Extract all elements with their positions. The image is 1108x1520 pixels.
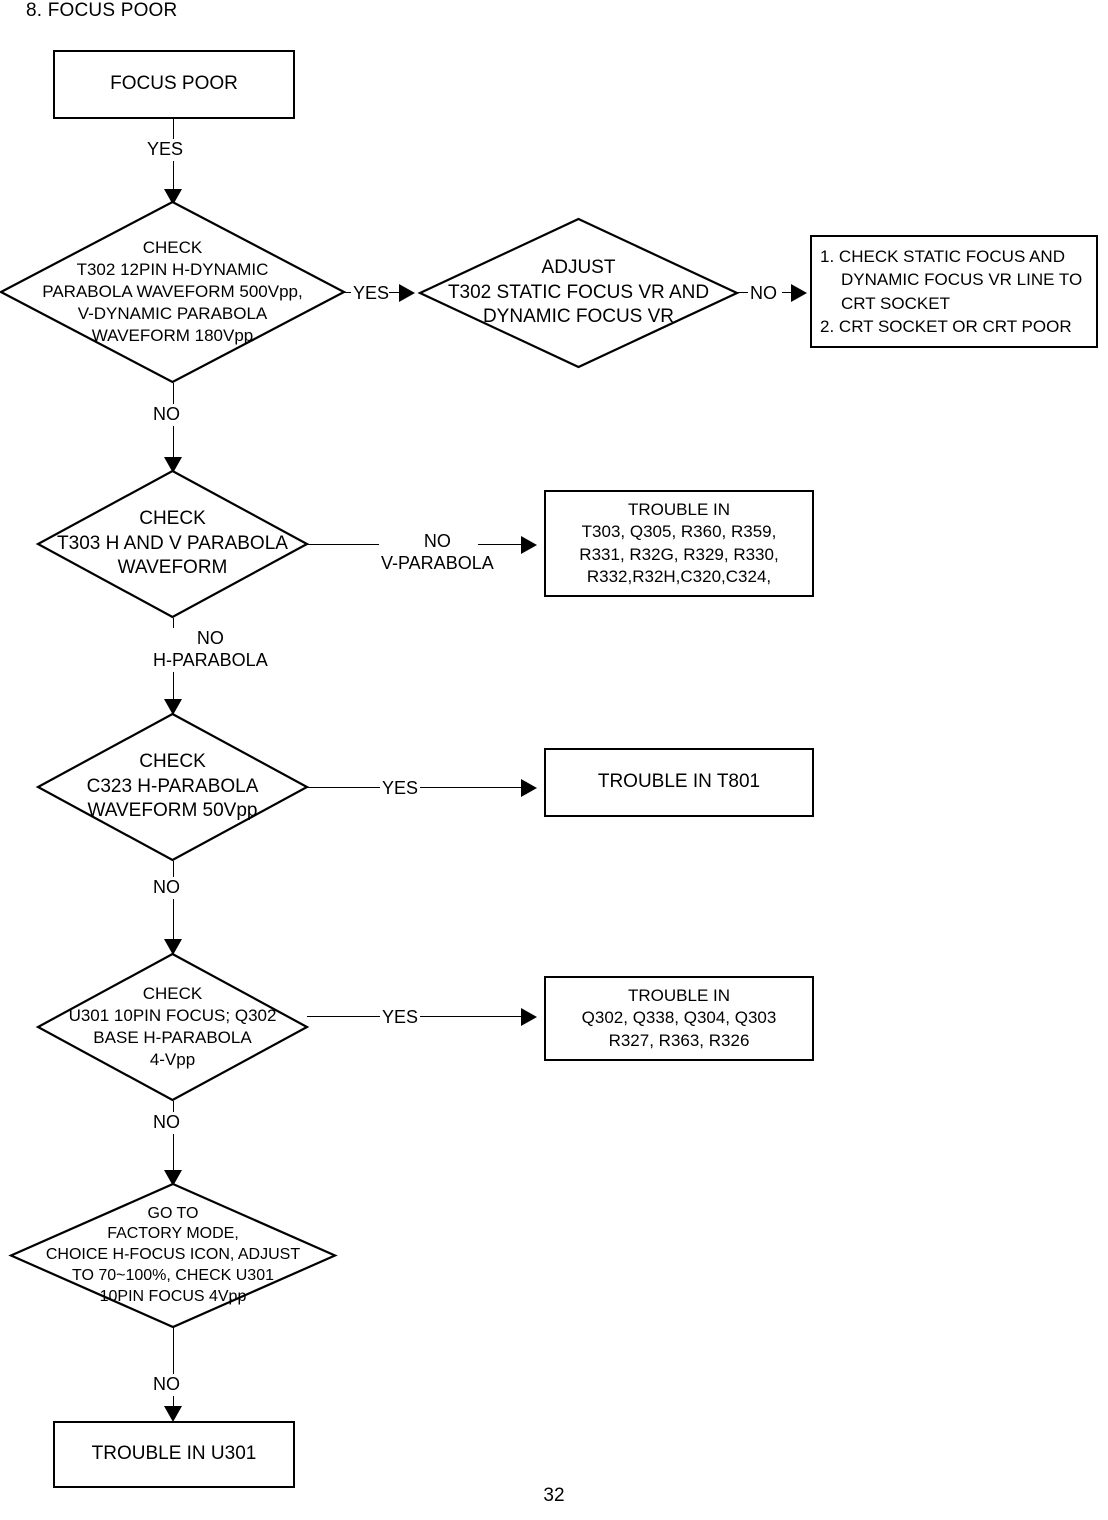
node-trouble-q302: TROUBLE IN Q302, Q338, Q304, Q303 R327, … — [544, 976, 814, 1061]
crt-result-item-2: 2. CRT SOCKET OR CRT POOR — [820, 315, 1096, 338]
edge-label-u301-yes: YES — [380, 1007, 421, 1029]
crt-result-item-1-cont-1: DYNAMIC FOCUS VR LINE TO — [820, 268, 1096, 291]
node-trouble-u301-label: TROUBLE IN U301 — [91, 1443, 257, 1465]
trouble-t303-line-3: R331, R32G, R329, R330, — [579, 544, 779, 564]
node-check-u301: CHECK U301 10PIN FOCUS; Q302 BASE H-PARA… — [35, 952, 310, 1102]
connector-adjust-to-crt-right — [782, 292, 792, 293]
edge-label-c323-no: NO — [151, 877, 182, 899]
connector-c323-to-t801-right — [420, 787, 524, 788]
node-check-t302: CHECK T302 12PIN H-DYNAMIC PARABOLA WAVE… — [0, 200, 347, 384]
node-check-c323: CHECK C323 H-PARABOLA WAVEFORM 50Vpp — [35, 712, 310, 862]
arrow-adjust-to-crt — [791, 284, 807, 302]
arrow-t302-to-adjust — [399, 284, 415, 302]
trouble-q302-line-1: TROUBLE IN — [627, 986, 731, 1006]
node-trouble-u301: TROUBLE IN U301 — [53, 1421, 295, 1488]
node-trouble-t801: TROUBLE IN T801 — [544, 748, 814, 817]
edge-label-u301-no: NO — [151, 1112, 182, 1134]
crt-result-item-2-line-1: CRT SOCKET OR CRT POOR — [838, 316, 1072, 336]
connector-t303-to-trouble-right — [478, 544, 524, 545]
connector-adjust-to-crt-left — [737, 292, 749, 293]
arrow-start-to-check-t302 — [164, 189, 182, 205]
trouble-t303-line-1: TROUBLE IN — [627, 500, 731, 520]
connector-factory-to-trouble-u301 — [173, 1328, 174, 1410]
trouble-q302-line-2: Q302, Q338, Q304, Q303 — [581, 1008, 777, 1028]
crt-result-item-1-num: 1. — [820, 246, 835, 266]
arrow-c323-to-t801 — [521, 779, 537, 797]
arrow-u301-to-factory — [164, 1170, 182, 1186]
edge-label-t302-no: NO — [151, 404, 182, 426]
node-focus-poor-label: FOCUS POOR — [110, 73, 238, 95]
arrow-t303-to-trouble — [521, 536, 537, 554]
crt-result-item-1-line-3: CRT SOCKET — [841, 293, 950, 313]
connector-t302-to-adjust-right — [389, 292, 401, 293]
node-focus-poor: FOCUS POOR — [53, 50, 295, 119]
page-number: 32 — [543, 1485, 565, 1506]
node-factory-mode: GO TO FACTORY MODE, CHOICE H-FOCUS ICON,… — [8, 1182, 338, 1329]
edge-label-t303-down: NO H-PARABOLA — [151, 628, 270, 672]
crt-result-item-1-line-2: DYNAMIC FOCUS VR LINE TO — [841, 270, 1083, 290]
edge-label-t303-down-line-1: NO — [196, 628, 224, 648]
edge-label-factory-no: NO — [151, 1374, 182, 1396]
crt-result-item-1: 1. CHECK STATIC FOCUS AND — [820, 245, 1096, 268]
arrow-c323-to-u301 — [164, 939, 182, 955]
edge-label-t302-yes: YES — [351, 283, 392, 305]
edge-label-adjust-no: NO — [748, 283, 779, 305]
trouble-t303-line-2: T303, Q305, R360, R359, — [581, 522, 777, 542]
node-crt-result: 1. CHECK STATIC FOCUS AND DYNAMIC FOCUS … — [810, 235, 1098, 348]
node-trouble-t303: TROUBLE IN T303, Q305, R360, R359, R331,… — [544, 490, 814, 597]
edge-label-start-yes: YES — [145, 139, 186, 161]
edge-label-t303-down-line-2: H-PARABOLA — [153, 649, 268, 670]
arrow-t302-to-t303 — [164, 457, 182, 473]
arrow-factory-to-trouble-u301 — [164, 1406, 182, 1422]
connector-t302-to-adjust-left — [344, 292, 353, 293]
connector-c323-to-u301 — [173, 861, 174, 943]
node-trouble-t801-label: TROUBLE IN T801 — [597, 771, 761, 793]
crt-result-item-1-line-1: CHECK STATIC FOCUS AND — [838, 246, 1065, 266]
crt-result-item-1-cont-2: CRT SOCKET — [820, 292, 1096, 315]
arrow-t303-to-c323 — [164, 699, 182, 715]
trouble-t303-line-4: R332,R32H,C320,C324, — [586, 566, 772, 586]
node-adjust-t302: ADJUST T302 STATIC FOCUS VR AND DYNAMIC … — [417, 217, 740, 369]
connector-c323-to-t801-left — [307, 787, 380, 788]
arrow-u301-to-trouble — [521, 1008, 537, 1026]
node-check-t303: CHECK T303 H AND V PARABOLA WAVEFORM — [35, 469, 310, 619]
edge-label-t303-no-line-1: NO — [423, 531, 451, 551]
connector-u301-to-trouble-right — [420, 1016, 524, 1017]
connector-u301-to-trouble-left — [307, 1016, 380, 1017]
edge-label-c323-yes: YES — [380, 778, 421, 800]
section-title: 8. FOCUS POOR — [26, 0, 178, 21]
connector-u301-to-factory — [173, 1101, 174, 1173]
connector-t303-to-trouble-left — [307, 544, 379, 545]
edge-label-t303-no-line-2: V-PARABOLA — [381, 552, 494, 573]
edge-label-t303-no-v-parabola: NO V-PARABOLA — [379, 531, 496, 575]
trouble-q302-line-3: R327, R363, R326 — [608, 1030, 750, 1050]
crt-result-item-2-num: 2. — [820, 316, 835, 336]
